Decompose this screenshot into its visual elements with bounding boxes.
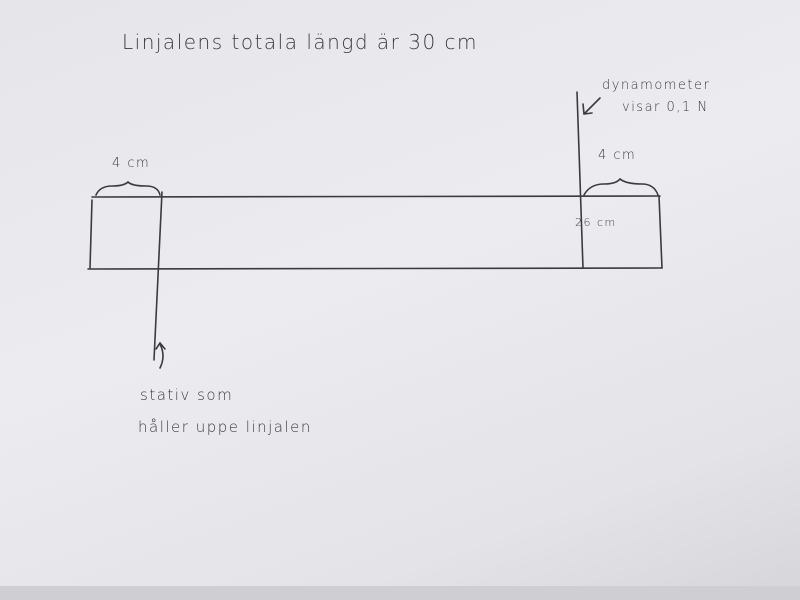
paper-edge (0, 586, 800, 600)
right-distance-label: 4 cm (598, 148, 637, 163)
title-text: Linjalens totala längd är 30 cm (122, 30, 479, 54)
ruler-bottom-edge (87, 267, 663, 270)
dynamometer-reading: visar 0,1 N (622, 100, 709, 115)
ruler-top-edge (91, 195, 661, 198)
stand-line (153, 191, 163, 361)
dynamometer-arrow (582, 97, 601, 115)
stand-arrow (155, 341, 166, 369)
left-brace (95, 180, 161, 196)
ruler-left-edge (89, 199, 93, 269)
left-distance-label: 4 cm (112, 156, 151, 171)
position-label: 26 cm (575, 216, 617, 229)
stand-label-line2: håller uppe linjalen (138, 418, 312, 436)
dynamometer-line (576, 91, 584, 269)
ruler-right-edge (658, 195, 663, 269)
dynamometer-label: dynamometer (602, 78, 711, 93)
right-brace (583, 177, 659, 196)
stand-label-line1: stativ som (140, 386, 234, 404)
